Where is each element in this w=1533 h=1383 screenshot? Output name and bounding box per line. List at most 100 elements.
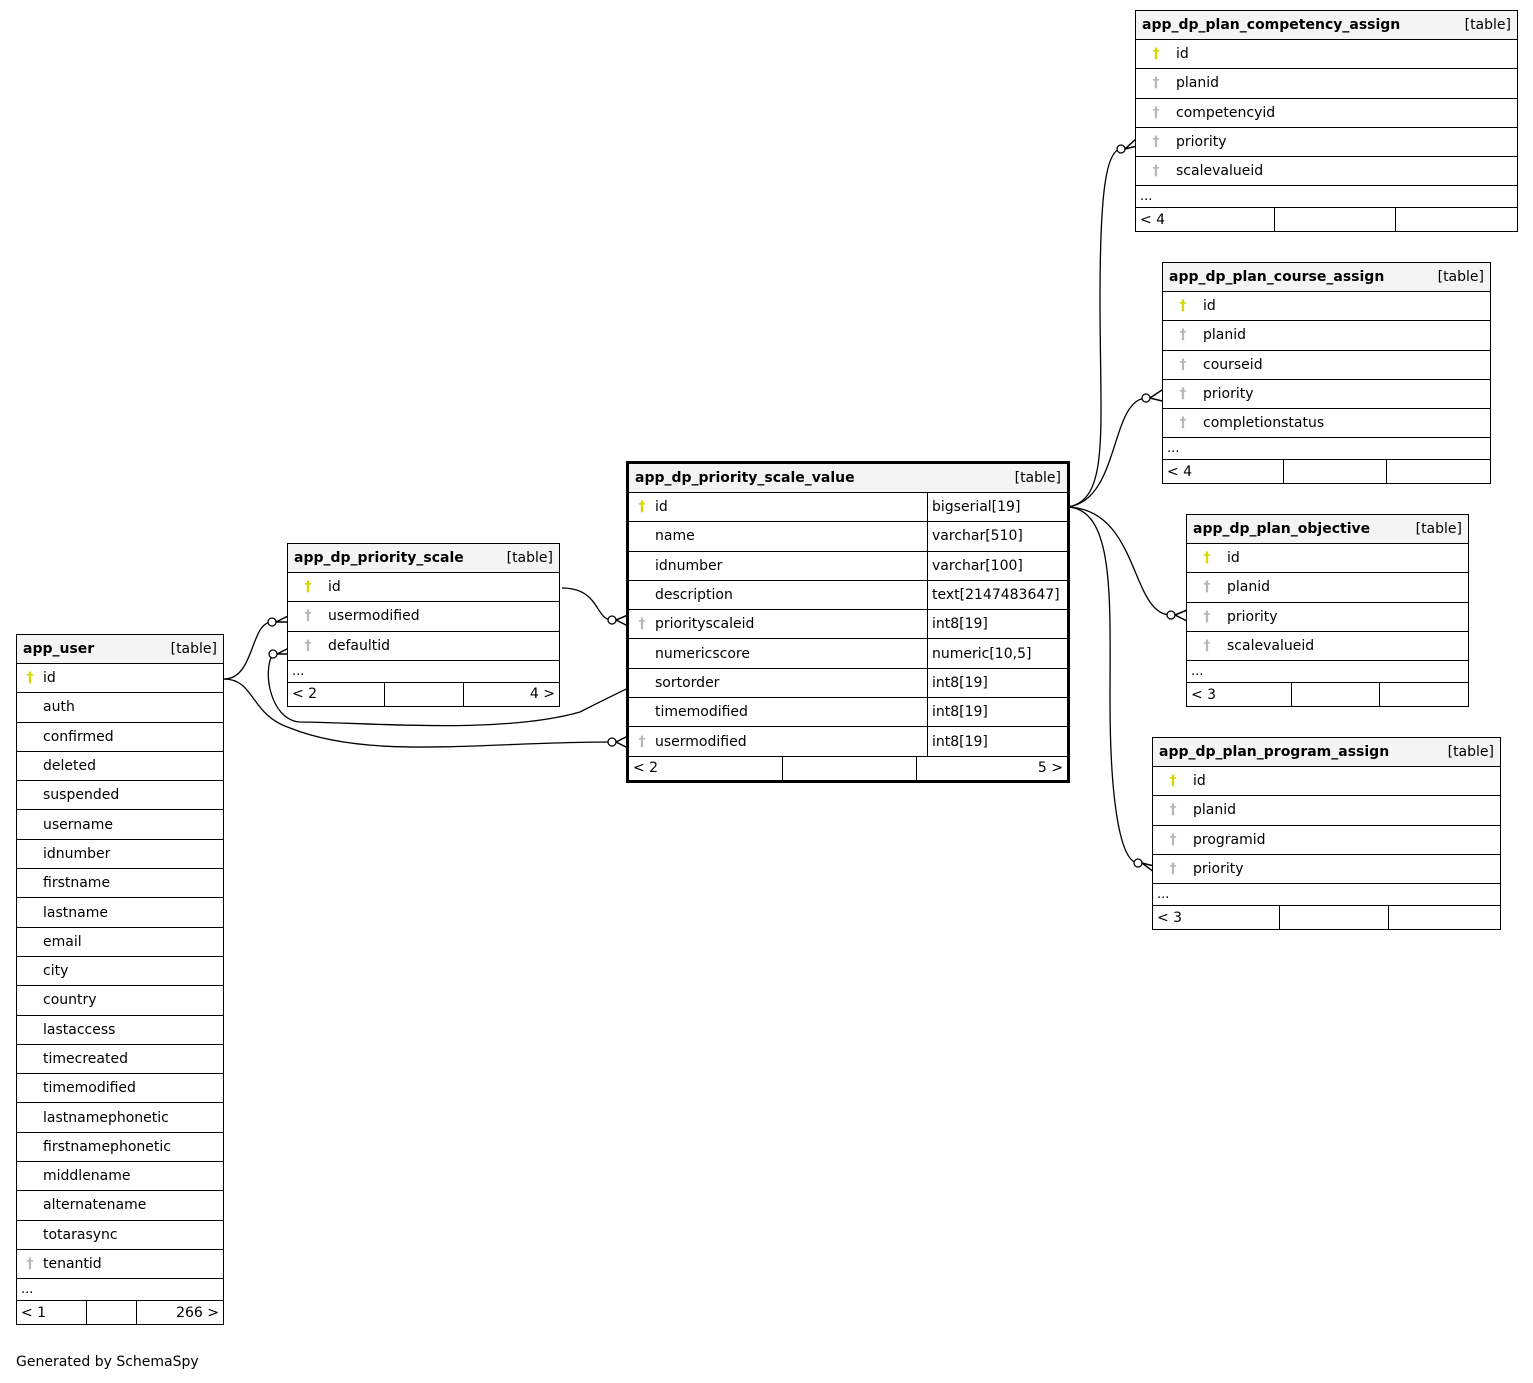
column-type: text[2147483647] xyxy=(927,580,1067,610)
column-row[interactable]: auth xyxy=(17,693,223,723)
column-row[interactable]: †usermodified xyxy=(288,602,559,632)
table-header: app_dp_plan_program_assign [table] xyxy=(1153,738,1500,767)
footer-children[interactable]: 4 > xyxy=(529,686,555,703)
column-row[interactable]: †planid xyxy=(1163,321,1490,351)
footer-children[interactable] xyxy=(1389,906,1500,929)
column-row[interactable]: †priority xyxy=(1187,603,1468,632)
table-header: app_dp_plan_competency_assign [table] xyxy=(1136,11,1517,40)
column-row[interactable]: lastnamephonetic xyxy=(17,1103,223,1133)
column-list: †id†planid†programid†priority xyxy=(1153,767,1500,885)
column-list: †id†planid†priority†scalevalueid xyxy=(1187,544,1468,662)
column-row[interactable]: confirmed xyxy=(17,723,223,752)
column-name: timemodified xyxy=(43,1080,136,1097)
edge-end-circle xyxy=(1133,858,1143,868)
table-app-dp-plan-objective[interactable]: app_dp_plan_objective [table] †id†planid… xyxy=(1186,514,1469,708)
column-name: usermodified xyxy=(328,608,420,625)
column-row[interactable]: † id xyxy=(1136,40,1517,70)
column-row[interactable]: lastaccess xyxy=(17,1016,223,1045)
column-row[interactable]: middlename xyxy=(17,1162,223,1192)
column-row[interactable]: email xyxy=(17,928,223,957)
column-row[interactable]: †priority xyxy=(1163,380,1490,410)
table-app-dp-priority-scale[interactable]: app_dp_priority_scale [table] †id†usermo… xyxy=(287,543,560,707)
column-row[interactable]: †competencyid xyxy=(1136,99,1517,128)
column-row[interactable]: username xyxy=(17,810,223,840)
footer-parents[interactable]: < 1 xyxy=(17,1301,87,1325)
column-row[interactable]: †planid xyxy=(1136,69,1517,99)
column-row[interactable]: †id xyxy=(1187,544,1468,574)
column-row[interactable]: lastname xyxy=(17,898,223,928)
column-row[interactable]: †defaultid xyxy=(288,632,559,661)
column-row[interactable]: †id xyxy=(17,664,223,694)
column-row[interactable]: suspended xyxy=(17,781,223,811)
column-row[interactable]: †tenantid xyxy=(17,1250,223,1280)
column-list: † id †planid†competencyid†priority†scaleva… xyxy=(1136,40,1517,187)
footer-mid xyxy=(1284,460,1387,484)
footer-children[interactable] xyxy=(1396,208,1517,231)
column-row[interactable]: idnumber xyxy=(17,840,223,870)
column-row[interactable]: †scalevalueid xyxy=(1187,632,1468,662)
footer-parents[interactable]: < 4 xyxy=(1163,460,1284,484)
column-row[interactable]: country xyxy=(17,986,223,1016)
column-row[interactable]: †completionstatus xyxy=(1163,409,1490,439)
column-row[interactable]: †id xyxy=(1163,292,1490,322)
column-row[interactable]: †id xyxy=(1153,767,1500,797)
column-row[interactable]: deleted xyxy=(17,752,223,782)
column-row[interactable]: timemodified xyxy=(17,1074,223,1104)
footer-parents[interactable]: < 2 xyxy=(288,682,385,706)
table-name: app_dp_plan_objective xyxy=(1193,521,1371,537)
column-row[interactable]: timecreated xyxy=(17,1045,223,1075)
foreign-key-icon: † xyxy=(1169,802,1177,819)
table-header: app_dp_priority_scale [table] xyxy=(288,544,559,573)
column-row[interactable]: †id xyxy=(288,573,559,603)
primary-key-icon: † xyxy=(1152,46,1160,63)
table-app-dp-plan-program-assign[interactable]: app_dp_plan_program_assign [table] †id†p… xyxy=(1152,737,1501,931)
column-name: id xyxy=(1176,46,1189,63)
table-app-dp-plan-course-assign[interactable]: app_dp_plan_course_assign [table] †id†pl… xyxy=(1162,262,1491,485)
footer-children[interactable] xyxy=(1387,460,1490,483)
foreign-key-icon: † xyxy=(1169,831,1177,848)
column-row[interactable]: totarasync xyxy=(17,1221,223,1250)
footer-children[interactable]: 266 > xyxy=(176,1304,219,1321)
foreign-key-icon: † xyxy=(304,637,312,654)
column-name: id xyxy=(1227,550,1240,567)
column-row[interactable]: †priority xyxy=(1136,128,1517,158)
footer-parents[interactable]: < 4 xyxy=(1136,208,1275,232)
column-row[interactable]: †courseid xyxy=(1163,351,1490,380)
column-name: city xyxy=(43,963,69,980)
edge-end-circle xyxy=(1116,144,1126,154)
footer-mid xyxy=(1292,683,1380,707)
footer-children[interactable] xyxy=(1380,683,1468,706)
column-row[interactable]: †scalevalueid xyxy=(1136,157,1517,187)
column-row[interactable]: alternatename xyxy=(17,1191,223,1221)
column-row[interactable]: †planid xyxy=(1187,573,1468,603)
column-name: idnumber xyxy=(655,557,723,574)
column-row[interactable]: firstnamephonetic xyxy=(17,1133,223,1163)
footer-parents[interactable]: < 3 xyxy=(1187,683,1292,707)
column-row[interactable]: city xyxy=(17,957,223,987)
column-row[interactable]: †priority xyxy=(1153,855,1500,885)
footer-parents[interactable]: < 3 xyxy=(1153,906,1280,930)
edge-value-to-objective xyxy=(1067,506,1172,616)
foreign-key-icon: † xyxy=(1152,134,1160,151)
footer-children[interactable]: 5 > xyxy=(1037,760,1063,777)
column-row[interactable]: †programid xyxy=(1153,826,1500,855)
column-row[interactable]: firstname xyxy=(17,869,223,899)
table-footer: < 1 266 > xyxy=(17,1301,223,1325)
table-app-dp-plan-competency-assign[interactable]: app_dp_plan_competency_assign [table] † i… xyxy=(1135,10,1518,233)
edge-user-to-scale-usermodified xyxy=(223,621,273,680)
column-name: deleted xyxy=(43,758,96,775)
footer-parents[interactable]: < 2 xyxy=(629,756,783,780)
column-row[interactable]: †planid xyxy=(1153,796,1500,826)
column-name: timecreated xyxy=(43,1051,128,1067)
